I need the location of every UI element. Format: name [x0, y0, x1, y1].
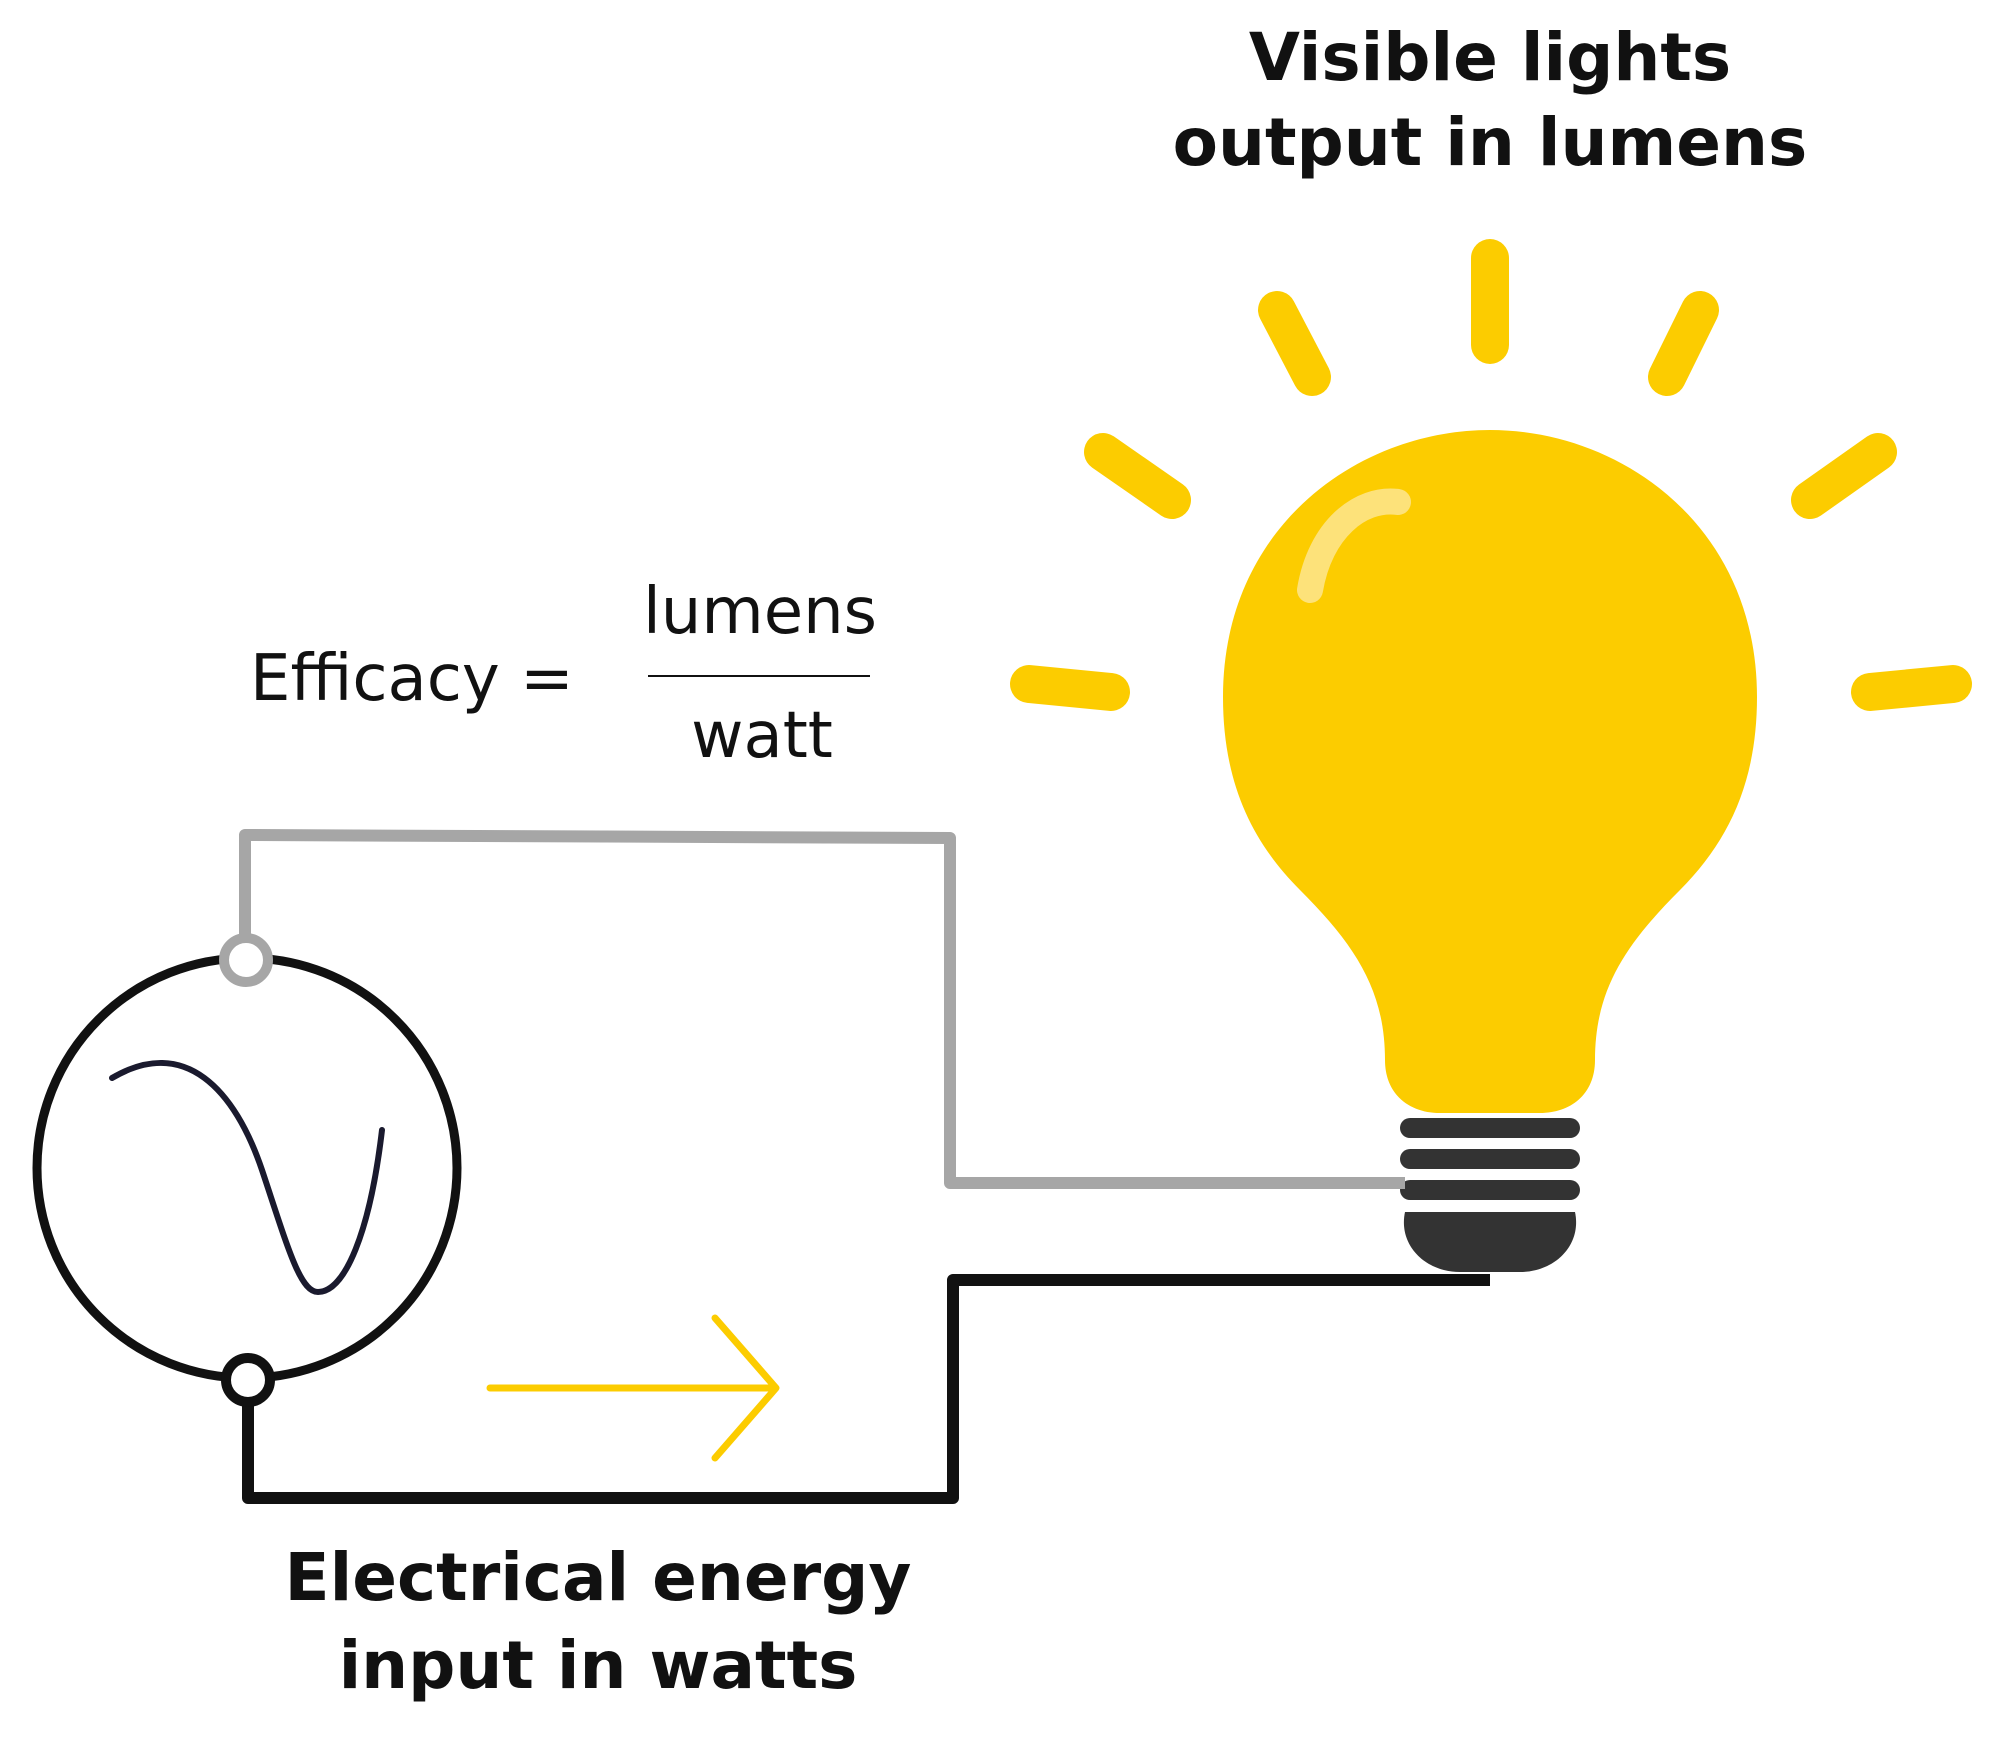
input-label-line1: Electrical energy: [285, 1539, 912, 1616]
ray-mid-left: [1084, 433, 1191, 519]
formula-lhs: Efficacy =: [250, 642, 574, 716]
output-label-line1: Visible lights: [1249, 19, 1731, 96]
efficacy-formula: Efficacy = lumens watt: [250, 575, 877, 773]
ac-source-icon: [32, 933, 462, 1407]
arrow-right-icon: [486, 1314, 780, 1462]
sine-wave: [109, 1059, 385, 1296]
base-cap: [1403, 1212, 1577, 1272]
ray-upper-left: [1258, 291, 1331, 396]
input-label-line2: input in watts: [339, 1627, 858, 1704]
bulb-glass: [1223, 430, 1757, 1113]
bulb-base: [1400, 1118, 1580, 1200]
ray-upper-right: [1648, 291, 1719, 396]
light-rays: [1010, 239, 1972, 711]
light-bulb-icon: [1223, 430, 1757, 1272]
ray-left: [1010, 665, 1130, 711]
terminal-top: [219, 933, 273, 987]
output-label-line2: output in lumens: [1173, 104, 1808, 181]
black-wire: [242, 1274, 1490, 1504]
formula-denominator: watt: [691, 699, 833, 773]
ray-mid-right: [1791, 433, 1897, 519]
gray-wire: [239, 829, 1405, 1189]
terminal-bottom: [221, 1353, 275, 1407]
bulb-highlight: [1297, 488, 1411, 603]
source-circle: [32, 953, 462, 1383]
arrow-head: [711, 1314, 780, 1462]
ray-right: [1851, 665, 1972, 711]
formula-numerator: lumens: [643, 575, 877, 649]
